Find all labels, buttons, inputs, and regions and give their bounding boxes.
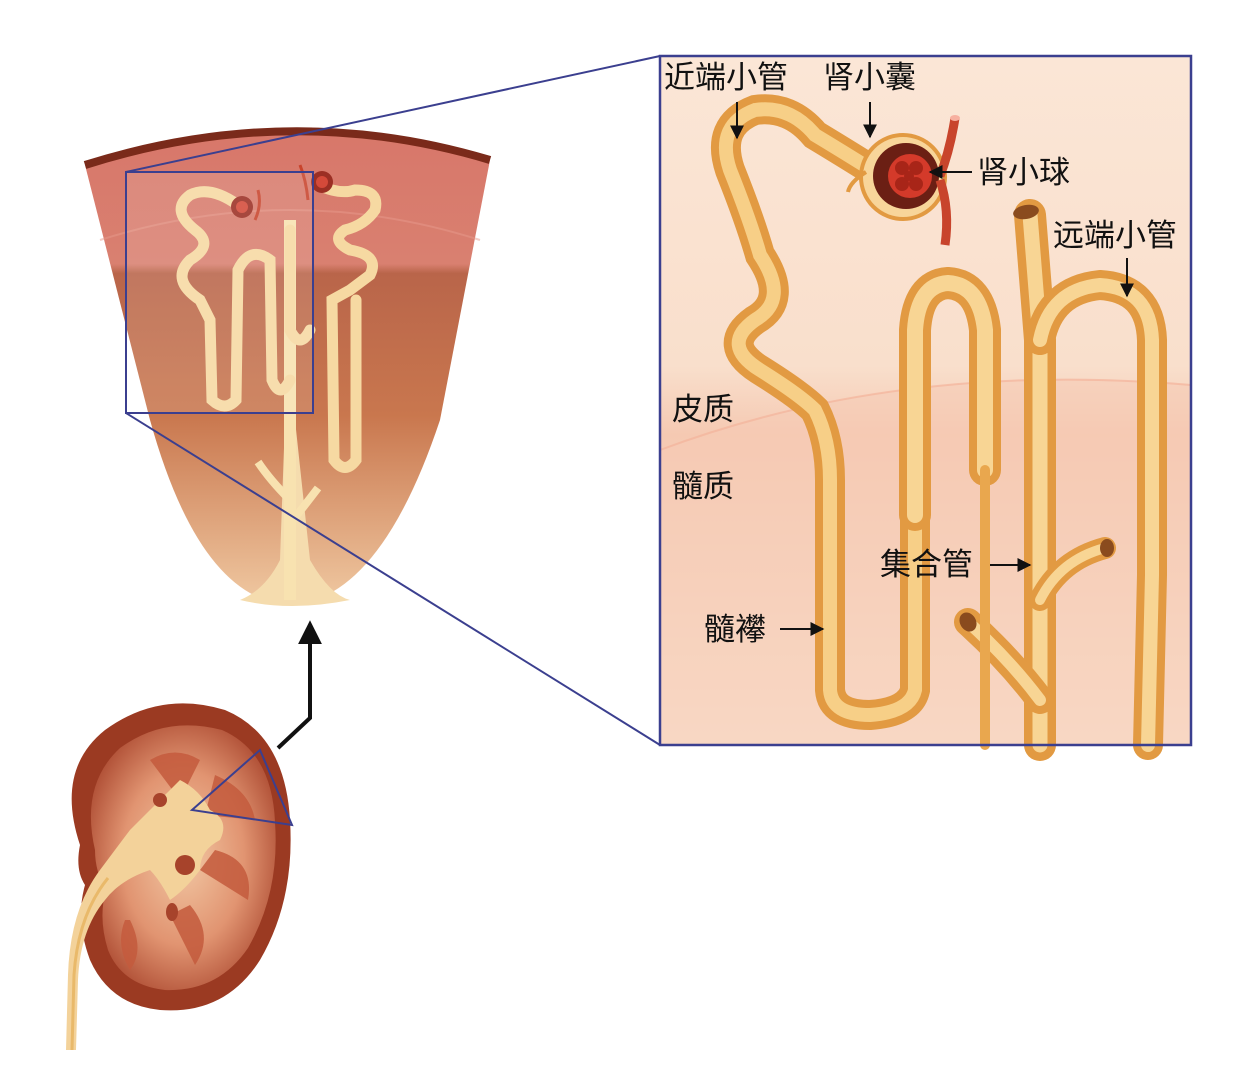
label-distal-tubule: 远端小管 bbox=[1053, 218, 1177, 254]
label-medulla: 髓质 bbox=[672, 469, 734, 505]
arrow-kidney-to-lobe bbox=[276, 620, 322, 750]
renal-corpuscle bbox=[846, 115, 960, 246]
renal-lobe-wedge bbox=[83, 127, 492, 606]
kidney-cross-section bbox=[66, 703, 291, 1051]
zoom-region-box bbox=[125, 171, 314, 414]
label-proximal-tubule: 近端小管 bbox=[664, 60, 788, 96]
label-loop-of-henle: 髓襻 bbox=[704, 612, 766, 648]
label-cortex: 皮质 bbox=[672, 392, 734, 428]
label-glomerulus: 肾小球 bbox=[977, 155, 1070, 191]
label-collecting-duct: 集合管 bbox=[880, 547, 973, 583]
label-renal-capsule: 肾小囊 bbox=[823, 60, 916, 96]
zoom-panel bbox=[658, 54, 1193, 761]
kidney-zoom-region bbox=[189, 748, 294, 827]
zoom-projection-lines bbox=[125, 55, 661, 746]
